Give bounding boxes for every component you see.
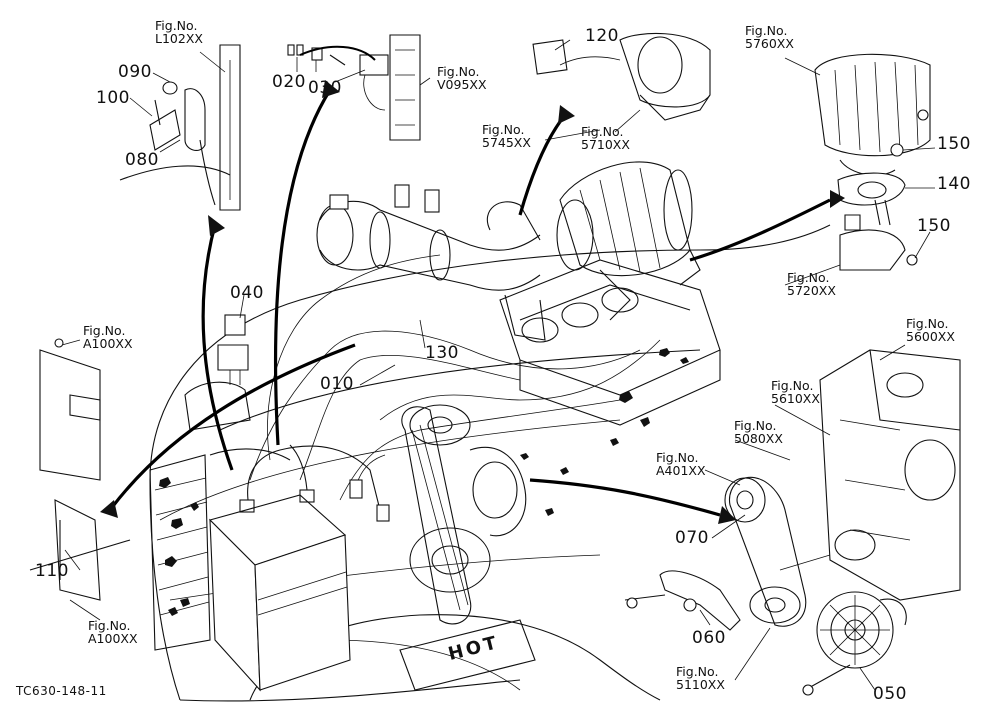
- fig-ref-code: 5745XX: [482, 134, 531, 150]
- fig-ref-code: 5080XX: [734, 430, 783, 446]
- hot-warning-plate: [399, 619, 536, 691]
- fig-ref-label: Fig.No.: [83, 323, 126, 338]
- part-number-150-upper: 150: [937, 134, 971, 154]
- fig-ref-code: 5760XX: [745, 35, 794, 51]
- fan-belt-5110: [724, 476, 807, 627]
- fig-ref-code: L102XX: [155, 30, 203, 46]
- part-number-050: 050: [873, 684, 907, 704]
- bracket-inset-a100: [29, 338, 131, 601]
- fig-ref-label: Fig.No.: [437, 64, 480, 79]
- part-number-060: 060: [692, 628, 726, 648]
- fig-ref-a100-bottom: Fig.No. A100XX: [88, 618, 138, 646]
- fig-ref-label: Fig.No.: [155, 18, 198, 33]
- fig-ref-l102: Fig.No. L102XX: [155, 18, 203, 46]
- relay-040: [217, 314, 249, 385]
- fig-ref-label: Fig.No.: [656, 450, 699, 465]
- fig-ref-label: Fig.No.: [734, 418, 777, 433]
- fig-ref-5610: Fig.No. 5610XX: [771, 378, 820, 406]
- fig-ref-v095: Fig.No. V095XX: [437, 64, 487, 92]
- engine-block-center: [499, 259, 721, 426]
- fig-ref-a100-top: Fig.No. A100XX: [83, 323, 133, 351]
- intake-piping: [316, 184, 546, 341]
- part-number-080: 080: [125, 150, 159, 170]
- engine-block-5600: [779, 349, 961, 601]
- fig-ref-label: Fig.No.: [676, 664, 719, 679]
- fig-ref-label: Fig.No.: [88, 618, 131, 633]
- part-number-120: 120: [585, 26, 619, 46]
- part-number-090: 090: [118, 62, 152, 82]
- fig-ref-code: V095XX: [437, 76, 487, 92]
- fig-ref-code: 5710XX: [581, 136, 630, 152]
- part-number-030: 030: [308, 78, 342, 98]
- fig-ref-code: A100XX: [83, 335, 133, 351]
- fig-ref-5080: Fig.No. 5080XX: [734, 418, 783, 446]
- part-number-100: 100: [96, 88, 130, 108]
- leader-lines: [61, 39, 936, 691]
- hood-speckles: [159, 348, 689, 616]
- pointer-arrows: [100, 45, 845, 524]
- intake-elbow-5710: [532, 32, 711, 121]
- front-grille: [149, 381, 291, 651]
- fig-ref-5720: Fig.No. 5720XX: [787, 270, 836, 298]
- part-number-150-lower: 150: [917, 216, 951, 236]
- fig-ref-code: 5720XX: [787, 282, 836, 298]
- part-number-020: 020: [272, 72, 306, 92]
- fig-ref-label: Fig.No.: [482, 122, 525, 137]
- part-number-110: 110: [35, 561, 69, 581]
- fig-ref-a401: Fig.No. A401XX: [656, 450, 706, 478]
- part-number-140: 140: [937, 174, 971, 194]
- muffler-inset-5760: [814, 53, 931, 271]
- fig-ref-5760: Fig.No. 5760XX: [745, 23, 794, 51]
- fig-ref-label: Fig.No.: [581, 124, 624, 139]
- fig-ref-code: A100XX: [88, 630, 138, 646]
- fig-ref-code: 5600XX: [906, 328, 955, 344]
- bracket-inset-l102: [119, 44, 241, 211]
- part-number-040: 040: [230, 283, 264, 303]
- bracket-060: [624, 570, 741, 631]
- part-number-130: 130: [425, 343, 459, 363]
- part-number-010: 010: [320, 374, 354, 394]
- front-belt-drive: [401, 404, 527, 625]
- fig-ref-code: 5110XX: [676, 676, 725, 692]
- alternator-050: [802, 591, 907, 696]
- fig-ref-code: 5610XX: [771, 390, 820, 406]
- fig-ref-5745: Fig.No. 5745XX: [482, 122, 531, 150]
- fig-ref-label: Fig.No.: [906, 316, 949, 331]
- wiring-harness: [249, 254, 661, 522]
- drawing-code: TC630-148-11: [16, 684, 107, 698]
- fig-ref-5600: Fig.No. 5600XX: [906, 316, 955, 344]
- part-number-070: 070: [675, 528, 709, 548]
- fig-ref-5110: Fig.No. 5110XX: [676, 664, 725, 692]
- fig-ref-label: Fig.No.: [771, 378, 814, 393]
- relay-inset-v095: [287, 34, 421, 141]
- fig-ref-label: Fig.No.: [745, 23, 788, 38]
- fig-ref-5710: Fig.No. 5710XX: [581, 124, 630, 152]
- fig-ref-label: Fig.No.: [787, 270, 830, 285]
- fig-ref-code: A401XX: [656, 462, 706, 478]
- dpf-canister: [556, 161, 701, 321]
- battery: [208, 444, 381, 692]
